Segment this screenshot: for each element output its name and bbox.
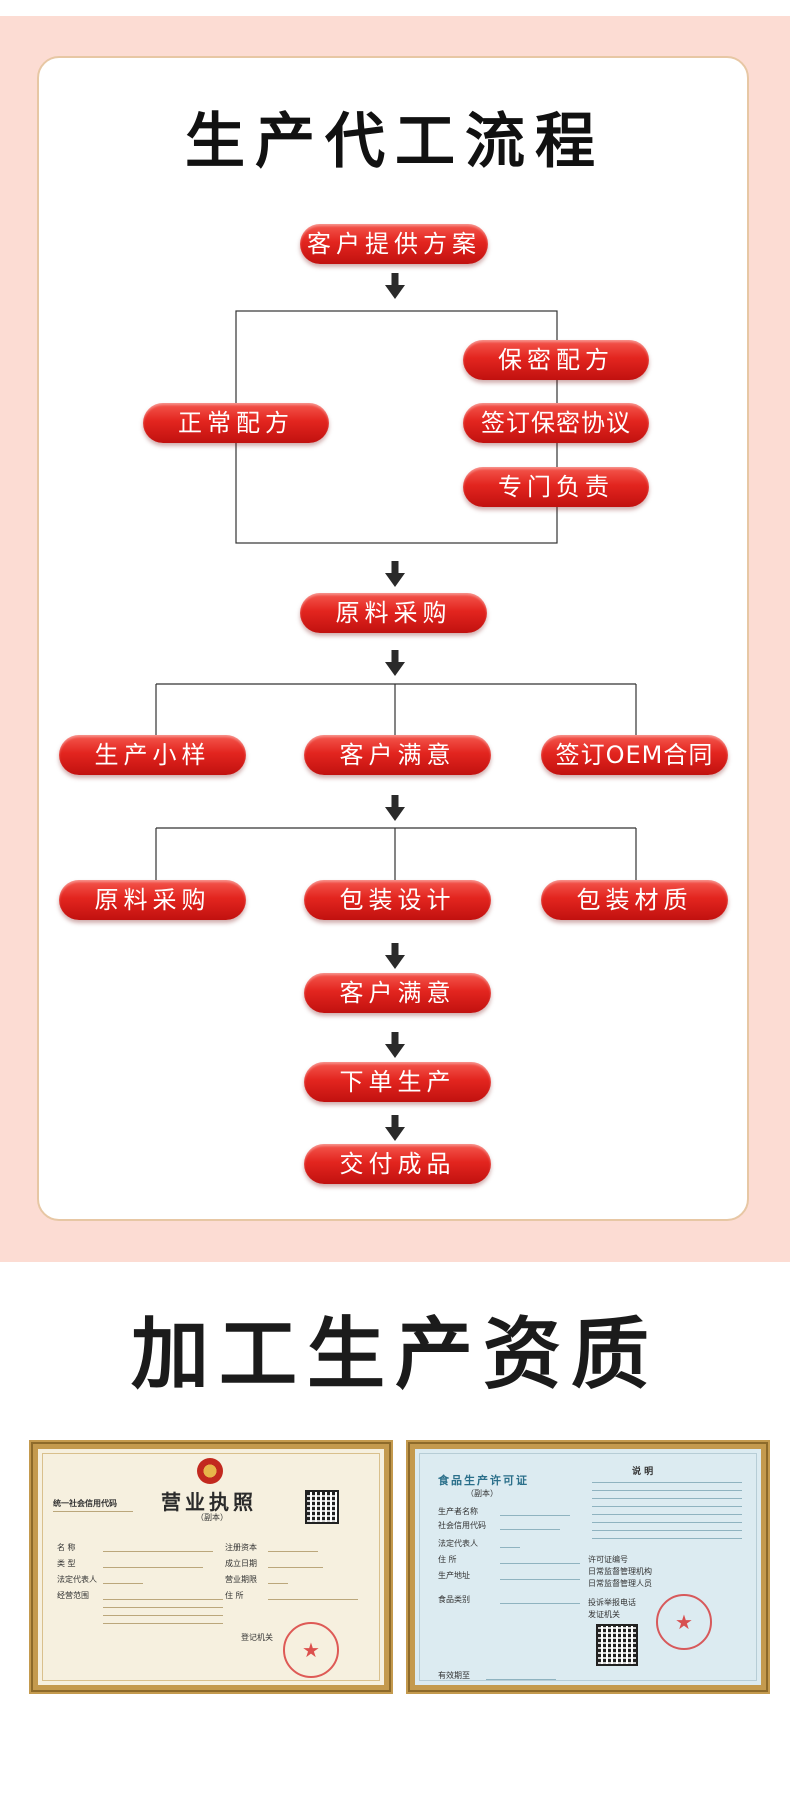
step-sign-nda: 签订保密协议: [463, 403, 649, 443]
arrow-down-icon: [385, 943, 405, 969]
step-package-material: 包装材质: [541, 880, 728, 920]
step-client-plan: 客户提供方案: [300, 224, 488, 264]
process-title: 生产代工流程: [185, 107, 605, 177]
step-oem-contract: 签订OEM合同: [541, 735, 728, 775]
step-order: 下单生产: [304, 1062, 491, 1102]
national-emblem-icon: [197, 1458, 223, 1484]
step-secret-formula: 保密配方: [463, 340, 649, 380]
step-package-design: 包装设计: [304, 880, 491, 920]
step-dedicated: 专门负责: [463, 467, 649, 507]
step-satisfied-1: 客户满意: [304, 735, 491, 775]
step-procure-2: 原料采购: [59, 880, 246, 920]
arrow-down-icon: [385, 795, 405, 821]
business-license-image: 营业执照 （副本） 统一社会信用代码 名 称 类 型 法定代表人 经营范围 注册…: [29, 1440, 393, 1694]
arrow-down-icon: [385, 561, 405, 587]
official-seal-icon: ★: [656, 1594, 712, 1650]
arrow-down-icon: [385, 1032, 405, 1058]
arrow-down-icon: [385, 1115, 405, 1141]
license-title: 营业执照: [161, 1490, 257, 1514]
qr-code-icon: [596, 1624, 638, 1666]
flow-connectors: [155, 273, 637, 1141]
qualification-title: 加工生产资质: [130, 1309, 659, 1400]
step-sample: 生产小样: [59, 735, 246, 775]
official-seal-icon: ★: [283, 1622, 339, 1678]
permit-title: 食品生产许可证: [438, 1474, 529, 1487]
food-permit-image: 食品生产许可证 （副本） 生产者名称 社会信用代码 法定代表人 住 所 生产地址…: [406, 1440, 770, 1694]
step-procure-1: 原料采购: [300, 593, 487, 633]
step-satisfied-2: 客户满意: [304, 973, 491, 1013]
qr-code-icon: [305, 1490, 339, 1524]
step-deliver: 交付成品: [304, 1144, 491, 1184]
arrow-down-icon: [385, 650, 405, 676]
step-normal-formula: 正常配方: [143, 403, 329, 443]
arrow-down-icon: [385, 273, 405, 299]
